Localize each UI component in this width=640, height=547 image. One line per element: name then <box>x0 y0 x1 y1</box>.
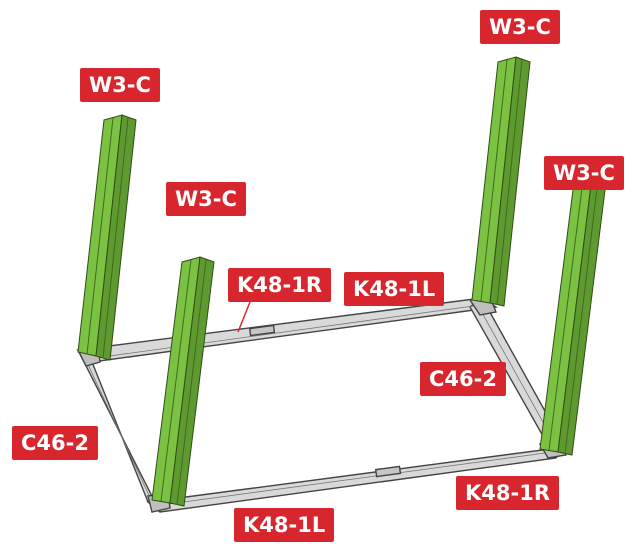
label-k48-1r-front: K48-1R <box>456 476 559 510</box>
back-rail <box>76 297 498 363</box>
label-w3c-right: W3-C <box>544 156 624 190</box>
post-left <box>77 114 137 361</box>
leader-line <box>237 301 251 333</box>
post-back-right <box>471 56 531 307</box>
label-k48-1l-back: K48-1L <box>344 272 445 306</box>
post-right <box>539 176 607 456</box>
label-k48-1r-back: K48-1R <box>228 268 331 302</box>
label-w3c-left: W3-C <box>80 68 160 102</box>
label-w3c-top-right: W3-C <box>480 10 560 44</box>
label-w3c-center: W3-C <box>166 182 246 216</box>
label-c46-2-right: C46-2 <box>420 362 506 396</box>
label-k48-1l-front: K48-1L <box>234 508 335 542</box>
post-center <box>151 256 215 507</box>
label-c46-2-left: C46-2 <box>12 426 98 460</box>
